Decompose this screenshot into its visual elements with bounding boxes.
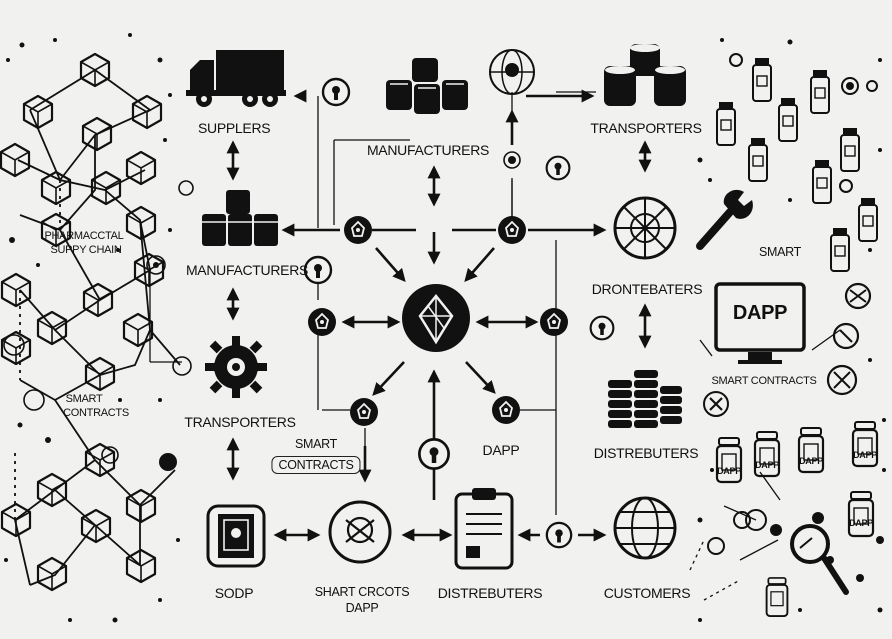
document-seal-icon (206, 504, 266, 568)
far-right-lines (689, 329, 841, 601)
label-jar-3: DAPP (799, 456, 823, 466)
label-smart-contracts-left-2: CONTRACTS (63, 407, 129, 419)
compass-globe-icon (613, 196, 677, 260)
central-hub-icon (402, 284, 470, 352)
truck-icon (186, 50, 286, 107)
label-pharma-line2: SUPPY CHAIN (50, 244, 122, 256)
label-distrebuters-bottom: DISTREBUTERS (437, 585, 543, 601)
left-cubes (0, 52, 165, 592)
center-nodes (303, 151, 615, 549)
clipboard-icon (454, 488, 514, 570)
globe-customers-icon (613, 496, 677, 560)
magnifier-icon (790, 524, 849, 595)
globe-top-icon (489, 49, 535, 95)
barrels-top-icon (386, 58, 468, 114)
label-distrebuters-right: DISTREBUTERS (593, 445, 699, 461)
label-customers: CUSTOMERS (603, 585, 691, 601)
far-right-vials (716, 57, 878, 272)
label-dapp-screen: DAPP (732, 302, 788, 324)
far-right-gears (729, 53, 878, 193)
coin-stacks-icon (608, 370, 682, 428)
label-smart-contracts-left-1: SMART (65, 393, 103, 405)
key-node-top (321, 77, 351, 107)
label-transporters-left: TRANSPORTERS (184, 414, 296, 430)
label-smart-crcots-1: SHART CRCOTS (314, 585, 410, 599)
boxes-left-icon (202, 190, 278, 246)
label-dapp-center: DAPP (482, 442, 520, 458)
label-pharma-line1: PHARMACCTAL (44, 230, 124, 242)
label-smart-contracts-right: SMART CONTRACTS (711, 375, 817, 387)
label-jar-1: DAPP (717, 466, 741, 476)
label-transporters-top: TRANSPORTERS (590, 120, 702, 136)
label-manufacturers-left: MANUFACTURERS (185, 262, 309, 278)
label-jar-4: DAPP (853, 450, 877, 460)
label-smart-crcots-2: DAPP (345, 601, 379, 615)
label-suppliers: SUPPLERS (198, 120, 271, 136)
arrows (226, 89, 652, 542)
far-right-dots (697, 38, 886, 622)
label-manufacturers-top: MANUFACTURERS (366, 142, 490, 158)
label-smart-right: SMART (758, 245, 802, 259)
gear-icon (205, 336, 267, 398)
drums-top-right-icon (604, 44, 686, 106)
wrench-icon (696, 189, 753, 250)
label-sodp: SODP (214, 585, 254, 601)
label-smart-contracts-center-2: CONTRACTS (271, 456, 361, 474)
dapp-monitor-icon (714, 282, 806, 364)
label-drontebaters: DRONTEBATERS (591, 281, 703, 297)
left-dots (4, 33, 180, 623)
label-jar-2: DAPP (755, 460, 779, 470)
label-jar-5: DAPP (849, 518, 873, 528)
pill-key-icon (328, 500, 392, 564)
far-right-small-icons (703, 282, 884, 582)
left-small-icons (3, 180, 194, 471)
label-smart-contracts-center-1: SMART (294, 437, 338, 451)
